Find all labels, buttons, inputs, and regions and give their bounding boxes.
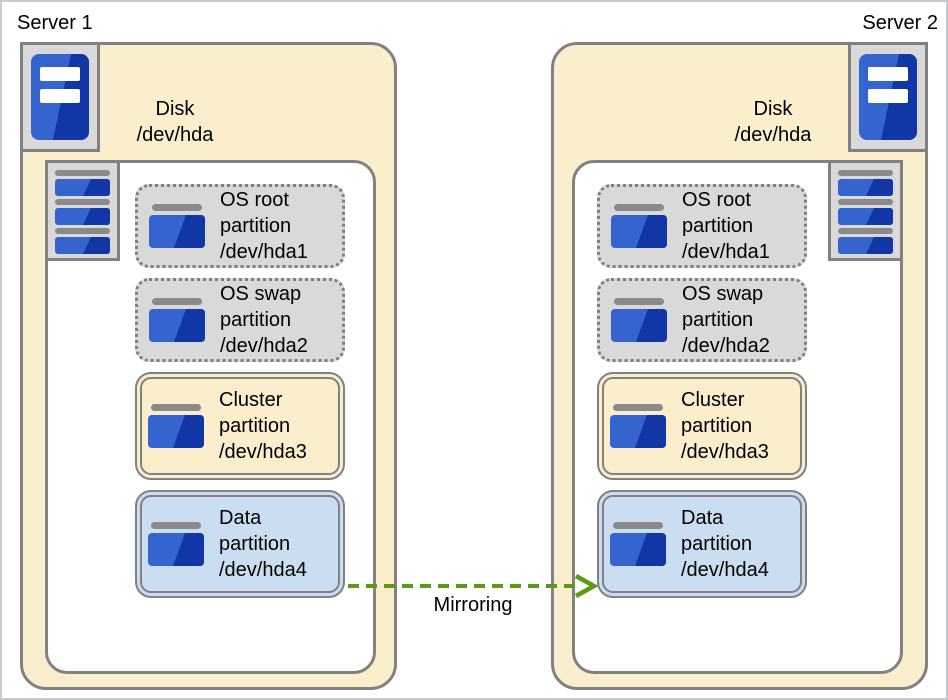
partition-list: OS root partition /dev/hda1 OS swap part… bbox=[597, 184, 807, 598]
partition-label-line: Cluster bbox=[219, 389, 283, 411]
server-2-box: Disk /dev/hda OS root partition /dev/hda… bbox=[551, 42, 928, 690]
partition-label-line: partition bbox=[681, 533, 753, 555]
disk-label-line1: Disk bbox=[753, 98, 793, 120]
server-2-label: Server 2 bbox=[862, 12, 938, 34]
partition-cluster-core: Cluster partition /dev/hda3 bbox=[602, 377, 802, 475]
server-tower-icon bbox=[848, 42, 928, 152]
partition-label-line: /dev/hda1 bbox=[682, 241, 770, 263]
server-tower-icon bbox=[20, 42, 100, 152]
partition-list: OS root partition /dev/hda1 OS swap part… bbox=[135, 184, 345, 598]
partition-label-line: partition bbox=[220, 309, 292, 331]
partition-cluster: Cluster partition /dev/hda3 bbox=[597, 372, 807, 480]
partition-label-line: partition bbox=[681, 415, 753, 437]
partition-label-line: /dev/hda2 bbox=[220, 335, 308, 357]
partition-label-line: OS root bbox=[682, 189, 751, 211]
partition-data: Data partition /dev/hda4 bbox=[597, 490, 807, 598]
partition-icon bbox=[149, 298, 205, 342]
partition-label-line: OS swap bbox=[682, 283, 764, 305]
partition-label-line: /dev/hda3 bbox=[219, 441, 307, 463]
partition-os-root: OS root partition /dev/hda1 bbox=[597, 184, 807, 268]
partition-data: Data partition /dev/hda4 bbox=[135, 490, 345, 598]
partition-label-line: Cluster bbox=[681, 389, 745, 411]
partition-icon bbox=[148, 522, 204, 566]
partition-label: OS root partition /dev/hda1 bbox=[682, 187, 770, 265]
partition-label: OS swap partition /dev/hda2 bbox=[220, 281, 308, 359]
partition-label-line: /dev/hda2 bbox=[682, 335, 770, 357]
disk-stack-icon bbox=[45, 160, 120, 261]
partition-label: Cluster partition /dev/hda3 bbox=[681, 387, 769, 465]
disk-box: OS root partition /dev/hda1 OS swap part… bbox=[572, 160, 903, 674]
disk-label: Disk /dev/hda bbox=[23, 96, 327, 148]
partition-label-line: OS root bbox=[220, 189, 289, 211]
server-1-label: Server 1 bbox=[17, 12, 93, 34]
partition-label-line: partition bbox=[220, 215, 292, 237]
partition-label-line: /dev/hda1 bbox=[220, 241, 308, 263]
partition-os-swap: OS swap partition /dev/hda2 bbox=[135, 278, 345, 362]
disk-label-line2: /dev/hda bbox=[136, 124, 214, 146]
disk-label-line1: Disk bbox=[155, 98, 195, 120]
partition-label: Data partition /dev/hda4 bbox=[681, 505, 769, 583]
mirroring-arrow-icon bbox=[348, 574, 599, 598]
partition-label-line: partition bbox=[682, 309, 754, 331]
partition-cluster-core: Cluster partition /dev/hda3 bbox=[140, 377, 340, 475]
partition-label: OS swap partition /dev/hda2 bbox=[682, 281, 770, 359]
partition-icon bbox=[148, 404, 204, 448]
partition-icon bbox=[610, 404, 666, 448]
partition-icon bbox=[611, 204, 667, 248]
partition-label: Cluster partition /dev/hda3 bbox=[219, 387, 307, 465]
disk-label: Disk /dev/hda bbox=[621, 96, 925, 148]
partition-label-line: /dev/hda4 bbox=[681, 559, 769, 581]
partition-label-line: /dev/hda4 bbox=[219, 559, 307, 581]
partition-icon bbox=[611, 298, 667, 342]
partition-icon bbox=[610, 522, 666, 566]
partition-label: Data partition /dev/hda4 bbox=[219, 505, 307, 583]
server-1-box: Disk /dev/hda OS root partition /dev/hda… bbox=[20, 42, 397, 690]
partition-label-line: /dev/hda3 bbox=[681, 441, 769, 463]
partition-label-line: Data bbox=[681, 507, 724, 529]
partition-label-line: partition bbox=[219, 533, 291, 555]
partition-icon bbox=[149, 204, 205, 248]
partition-os-root: OS root partition /dev/hda1 bbox=[135, 184, 345, 268]
partition-cluster: Cluster partition /dev/hda3 bbox=[135, 372, 345, 480]
partition-label-line: OS swap bbox=[220, 283, 302, 305]
partition-label-line: partition bbox=[682, 215, 754, 237]
mirroring-label: Mirroring bbox=[433, 594, 513, 616]
partition-label-line: partition bbox=[219, 415, 291, 437]
disk-label-line2: /dev/hda bbox=[734, 124, 812, 146]
partition-data-core: Data partition /dev/hda4 bbox=[602, 495, 802, 593]
partition-data-core: Data partition /dev/hda4 bbox=[140, 495, 340, 593]
disk-stack-icon bbox=[828, 160, 903, 261]
disk-box: OS root partition /dev/hda1 OS swap part… bbox=[45, 160, 376, 674]
partition-os-swap: OS swap partition /dev/hda2 bbox=[597, 278, 807, 362]
partition-label: OS root partition /dev/hda1 bbox=[220, 187, 308, 265]
partition-label-line: Data bbox=[219, 507, 262, 529]
